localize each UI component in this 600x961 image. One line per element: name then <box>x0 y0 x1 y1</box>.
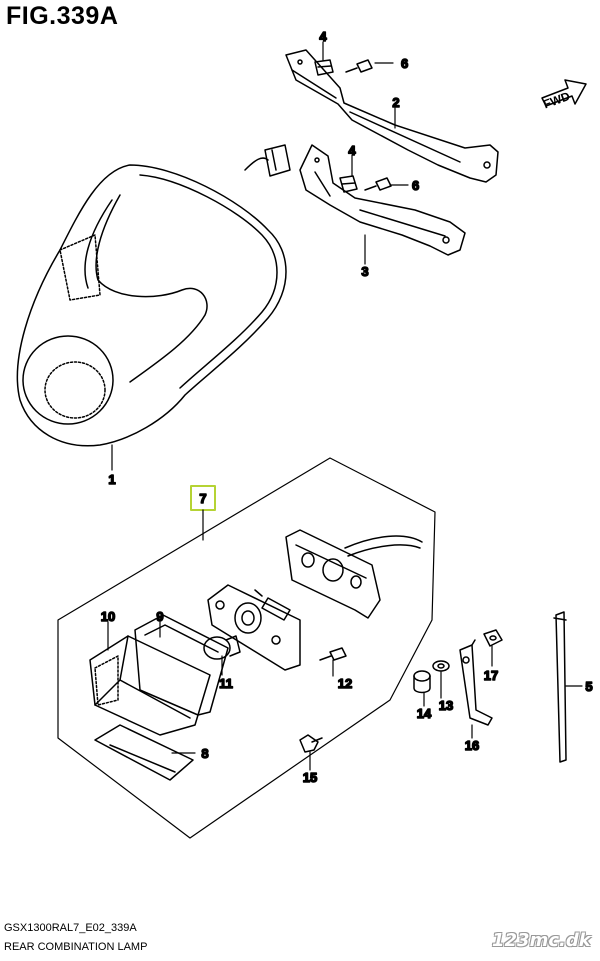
callout-10: 10 <box>101 609 115 624</box>
figure-title: FIG.339A <box>6 2 119 30</box>
bulb-11 <box>203 635 241 660</box>
callout-16: 16 <box>465 738 479 753</box>
figure-code: GSX1300RAL7_E02_339A <box>4 922 137 934</box>
callout-3: 3 <box>361 264 368 279</box>
screw-12 <box>319 647 347 661</box>
bracket-lower <box>299 144 466 256</box>
callout-11: 11 <box>219 676 233 691</box>
tail-lamp-housing <box>16 144 291 447</box>
callout-12: 12 <box>338 676 352 691</box>
callout-13: 13 <box>439 698 453 713</box>
callout-14: 14 <box>417 706 432 721</box>
callout-8: 8 <box>201 746 208 761</box>
watermark-logo: 123mc.dk <box>492 930 591 951</box>
callout-7: 7 <box>199 491 206 506</box>
fwd-arrow <box>541 79 587 107</box>
callout-6-lower: 6 <box>412 178 419 193</box>
callout-4-lower: 4 <box>348 143 356 158</box>
screw-upper <box>345 59 373 73</box>
lens-10 <box>89 635 211 736</box>
screw-lower <box>364 177 392 191</box>
bolt-upper <box>314 59 334 76</box>
callout-1: 1 <box>108 472 115 487</box>
gasket-9 <box>134 614 229 716</box>
clip-15 <box>299 734 323 753</box>
callout-17: 17 <box>484 668 498 683</box>
callout-4-upper: 4 <box>319 29 327 44</box>
reflector-plate-8 <box>94 724 194 781</box>
callout-9: 9 <box>156 609 163 624</box>
bolt-lower <box>339 175 358 193</box>
figure-name: REAR COMBINATION LAMP <box>4 941 148 953</box>
collar-14 <box>413 670 431 694</box>
bracket-upper <box>285 49 499 183</box>
lamp-socket-plate <box>285 529 423 619</box>
callout-15: 15 <box>303 770 317 785</box>
callout-leaders <box>107 41 409 754</box>
bracket-16 <box>459 639 493 726</box>
fwd-label: FWD <box>541 89 572 112</box>
cable-tie-5 <box>553 611 567 763</box>
callout-2: 2 <box>392 95 399 110</box>
callout-5: 5 <box>585 679 592 694</box>
washer-13 <box>432 660 450 672</box>
callout-6-upper: 6 <box>401 56 408 71</box>
socket-board <box>207 584 301 671</box>
assembly-box-7 <box>57 457 436 839</box>
nut-17 <box>483 629 503 647</box>
